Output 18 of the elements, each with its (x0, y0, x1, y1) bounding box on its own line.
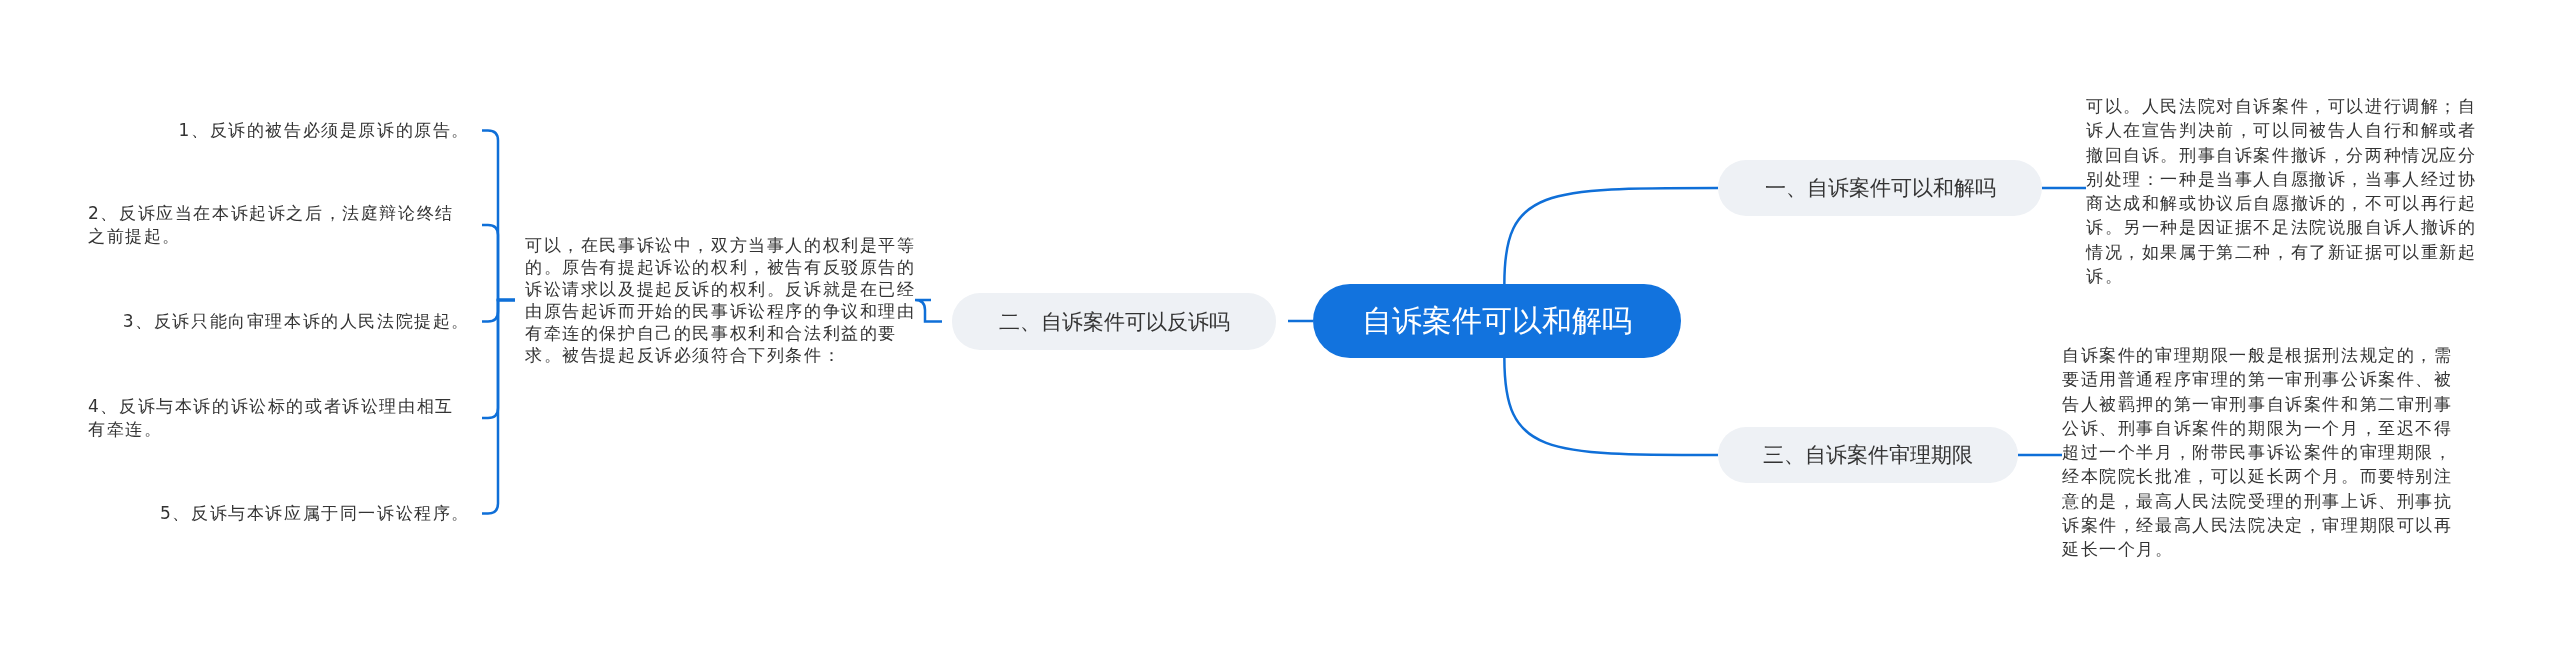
connector-line (2042, 186, 2086, 190)
note-text: 自诉案件的审理期限一般是根据刑法规定的，需要适用普通程序审理的第一审刑事公诉案件、被告人被羁押的第一审刑事自诉案件和第二审刑事公诉、刑事自诉案件的期限为一个月，至迟不得超过一个半月，附带民事诉讼案件的审理期限，经本院院长批准，可以延长两个月。而要特别注意的是，最高人民法院受理的刑事上诉、刑事抗诉案件，经最高人民法院决定，审理期限可以再延长一个月。 (2062, 343, 2454, 562)
connector-line (1503, 357, 1718, 457)
note-text: 可以，在民事诉讼中，双方当事人的权利是平等的。原告有提起诉讼的权利，被告有反驳原告的诉讼请求以及提起反诉的权利。反诉就是在已经由原告起诉而开始的民事诉讼程序的争议和理由有牵连的保护自己的民事权利和合法利益的要求。被告提起反诉必须符合下列条件： (525, 234, 919, 366)
topic-pill: 三、自诉案件审理期限 (1718, 427, 2018, 483)
central-topic: 自诉案件可以和解吗 (1313, 284, 1681, 358)
connector-line (913, 298, 942, 323)
connector-line (2018, 453, 2062, 457)
note-text: 可以。人民法院对自诉案件，可以进行调解；自诉人在宣告判决前，可以同被告人自行和解或者撤回自诉。刑事自诉案件撤诉，分两种情况应分别处理：一种是当事人自愿撤诉，当事人经过协商达成和解或协议后自愿撤诉的，不可以再行起诉。另一种是因证据不足法院说服自诉人撤诉的情况，如果属于第二种，有了新证据可以重新起诉。 (2086, 94, 2478, 289)
topic-pill: 一、自诉案件可以和解吗 (1718, 160, 2042, 216)
connector-line (1503, 186, 1718, 285)
condition-text: 2、反诉应当在本诉起诉之后，法庭辩论终结之前提起。 (88, 202, 470, 248)
condition-text: 5、反诉与本诉应属于同一诉讼程序。 (120, 502, 470, 525)
condition-text: 1、反诉的被告必须是原诉的原告。 (120, 119, 470, 142)
connector-line (1288, 319, 1313, 323)
condition-text: 4、反诉与本诉的诉讼标的或者诉讼理由相互有牵连。 (88, 395, 470, 441)
topic-pill: 二、自诉案件可以反诉吗 (952, 293, 1276, 350)
condition-text: 3、反诉只能向审理本诉的人民法院提起。 (100, 310, 470, 333)
